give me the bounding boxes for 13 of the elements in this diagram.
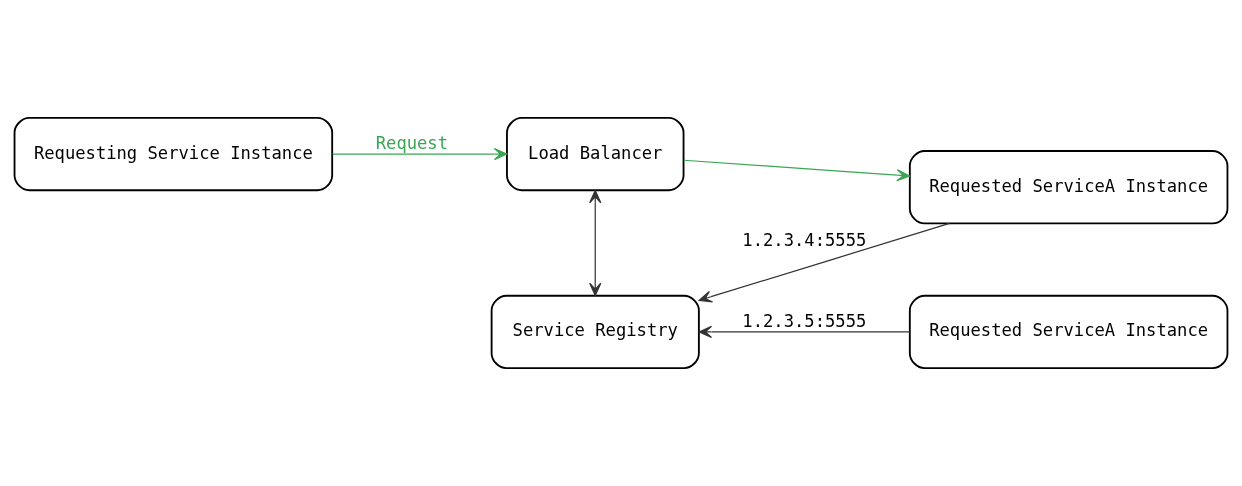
edge-label: 1.2.3.4:5555: [742, 230, 867, 251]
node-box: Requested ServiceA Instance: [908, 150, 1229, 225]
node-box: Service Registry: [490, 294, 700, 369]
arrow: [331, 147, 508, 161]
arrow: [698, 222, 951, 303]
arrow: [589, 189, 602, 297]
node-box: Requested ServiceA Instance: [908, 294, 1229, 369]
node-box: Requesting Service Instance: [13, 117, 334, 192]
edge-label: 1.2.3.5:5555: [742, 311, 867, 332]
node-box: Load Balancer: [506, 117, 685, 192]
arrow: [698, 325, 911, 339]
edge-label: Request: [375, 133, 449, 154]
arrow: [683, 159, 911, 182]
